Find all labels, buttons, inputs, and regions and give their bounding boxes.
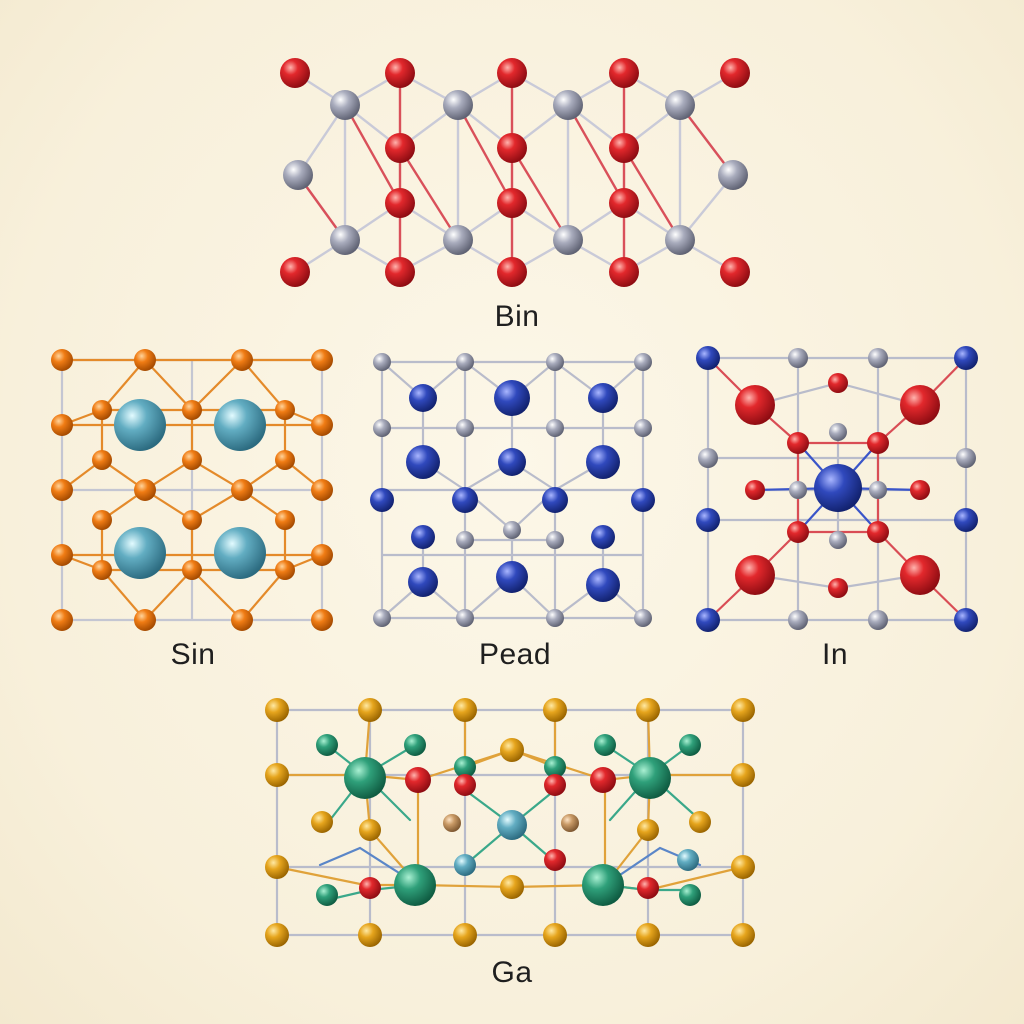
caption-sin: Sin xyxy=(170,638,216,671)
in-gray-atoms xyxy=(698,348,976,630)
in-lattice xyxy=(696,346,978,632)
ga-red-atoms xyxy=(359,767,659,899)
sin-lattice xyxy=(51,349,333,631)
in-blue-atoms xyxy=(696,346,978,632)
caption-pead: Pead xyxy=(478,638,552,671)
bin-atoms xyxy=(280,58,750,287)
pead-lattice xyxy=(370,353,655,627)
sin-small-atoms xyxy=(51,349,333,631)
sin-large-atoms xyxy=(114,399,266,579)
ga-gold-atoms xyxy=(265,698,755,947)
pead-gray-atoms xyxy=(373,353,652,627)
caption-bin: Bin xyxy=(494,300,540,333)
in-red-atoms xyxy=(735,373,940,598)
ga-blue-atoms xyxy=(454,810,699,876)
ga-lattice xyxy=(265,698,755,947)
caption-in: In xyxy=(821,638,849,671)
sin-bonds xyxy=(60,358,324,622)
pead-blue-atoms xyxy=(370,380,655,602)
caption-ga: Ga xyxy=(491,956,533,989)
bin-lattice xyxy=(280,58,750,287)
ga-tan-atoms xyxy=(443,814,579,832)
ga-green-atoms xyxy=(316,734,701,906)
